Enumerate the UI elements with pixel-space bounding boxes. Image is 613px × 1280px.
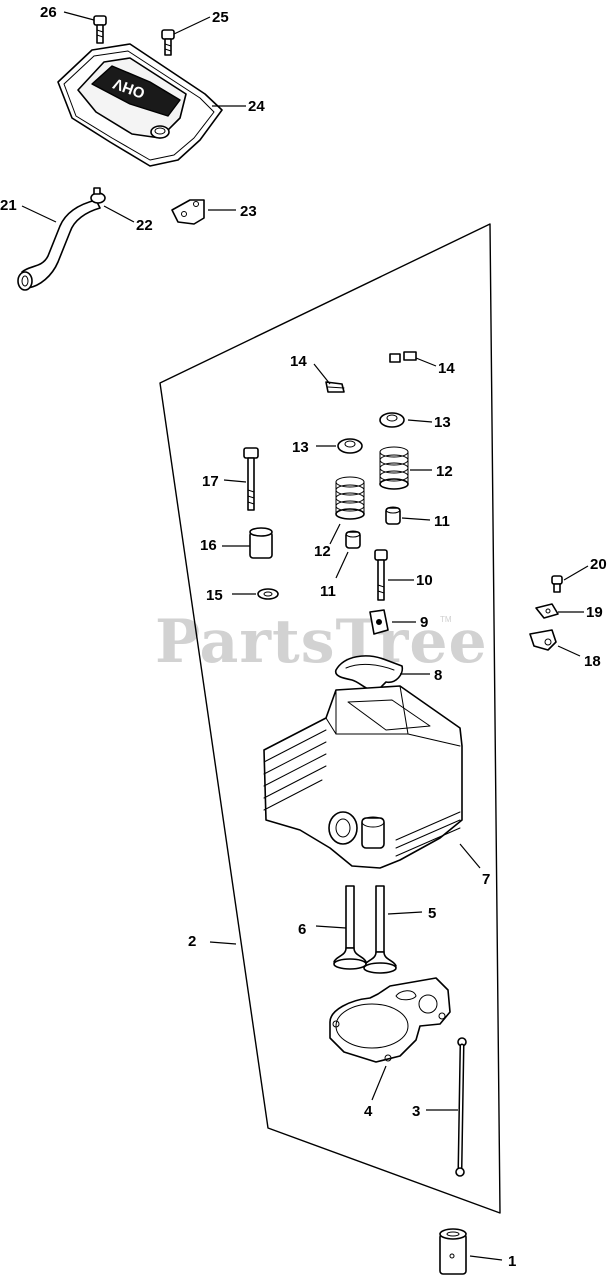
callout-15[interactable]: 15 [206, 587, 223, 604]
callout-7[interactable]: 7 [482, 871, 490, 888]
screw-20[interactable] [551, 575, 563, 593]
hose-clamp[interactable] [90, 187, 106, 204]
callout-16[interactable]: 16 [200, 537, 217, 554]
callout-26[interactable]: 26 [40, 4, 57, 21]
callout-2[interactable]: 2 [188, 933, 196, 950]
exhaust-valve[interactable] [363, 885, 397, 974]
leader-lines [21, 11, 589, 1261]
callout-14-left[interactable]: 14 [290, 353, 307, 370]
valve-stem-seal-left[interactable] [345, 530, 361, 549]
callout-20[interactable]: 20 [590, 556, 607, 573]
callout-12-left[interactable]: 12 [314, 543, 331, 560]
valve-stem-seal-right[interactable] [385, 506, 401, 525]
valve-cover[interactable]: OHV [57, 43, 223, 167]
callout-24[interactable]: 24 [248, 98, 265, 115]
breather-hose[interactable] [17, 199, 101, 291]
callout-25[interactable]: 25 [212, 9, 229, 26]
callout-21[interactable]: 21 [0, 197, 17, 214]
callout-14-right[interactable]: 14 [438, 360, 455, 377]
callout-17[interactable]: 17 [202, 473, 219, 490]
callout-10[interactable]: 10 [416, 572, 433, 589]
callout-11-right[interactable]: 11 [434, 513, 450, 530]
watermark-trademark: TM [440, 615, 452, 624]
clip-19[interactable] [535, 603, 559, 619]
callout-13-right[interactable]: 13 [434, 414, 451, 431]
cylinder-head[interactable] [263, 685, 463, 869]
callouts: 26 25 24 21 22 23 14 14 13 13 12 17 11 1… [0, 4, 607, 1270]
head-bolt[interactable] [243, 447, 259, 511]
callout-6[interactable]: 6 [298, 921, 306, 938]
callout-22[interactable]: 22 [136, 217, 153, 234]
rocker-nut[interactable] [369, 609, 389, 635]
callout-9[interactable]: 9 [420, 614, 428, 631]
callout-13-left[interactable]: 13 [292, 439, 309, 456]
valve-lifter[interactable] [439, 1228, 467, 1275]
callout-18[interactable]: 18 [584, 653, 601, 670]
bolt-26[interactable] [93, 15, 107, 44]
valve-spring-left[interactable] [335, 476, 365, 520]
spring-retainer-left[interactable] [337, 438, 363, 454]
spring-retainer-right[interactable] [379, 412, 405, 428]
washer[interactable] [257, 588, 279, 600]
valve-spring-right[interactable] [379, 446, 409, 490]
callout-1[interactable]: 1 [508, 1253, 516, 1270]
valve-keeper-right[interactable] [389, 351, 417, 363]
intake-valve[interactable] [333, 885, 367, 970]
watermark: PartsTree [155, 607, 488, 677]
callout-5[interactable]: 5 [428, 905, 436, 922]
spacer[interactable] [249, 527, 273, 559]
callout-19[interactable]: 19 [586, 604, 603, 621]
head-gasket[interactable] [329, 977, 451, 1063]
bracket[interactable] [171, 199, 205, 225]
callout-12-right[interactable]: 12 [436, 463, 453, 480]
clip-18[interactable] [529, 629, 557, 651]
callout-3[interactable]: 3 [412, 1103, 420, 1120]
callout-4[interactable]: 4 [364, 1103, 373, 1120]
rocker-arm[interactable] [334, 655, 404, 692]
valve-keeper-left[interactable] [325, 381, 345, 393]
assembly-boundary [159, 223, 501, 1214]
callout-23[interactable]: 23 [240, 203, 257, 220]
callout-8[interactable]: 8 [434, 667, 442, 684]
rocker-stud[interactable] [374, 549, 388, 601]
push-rod[interactable] [455, 1037, 467, 1177]
callout-11-left[interactable]: 11 [320, 583, 336, 600]
bolt-25[interactable] [161, 29, 175, 56]
